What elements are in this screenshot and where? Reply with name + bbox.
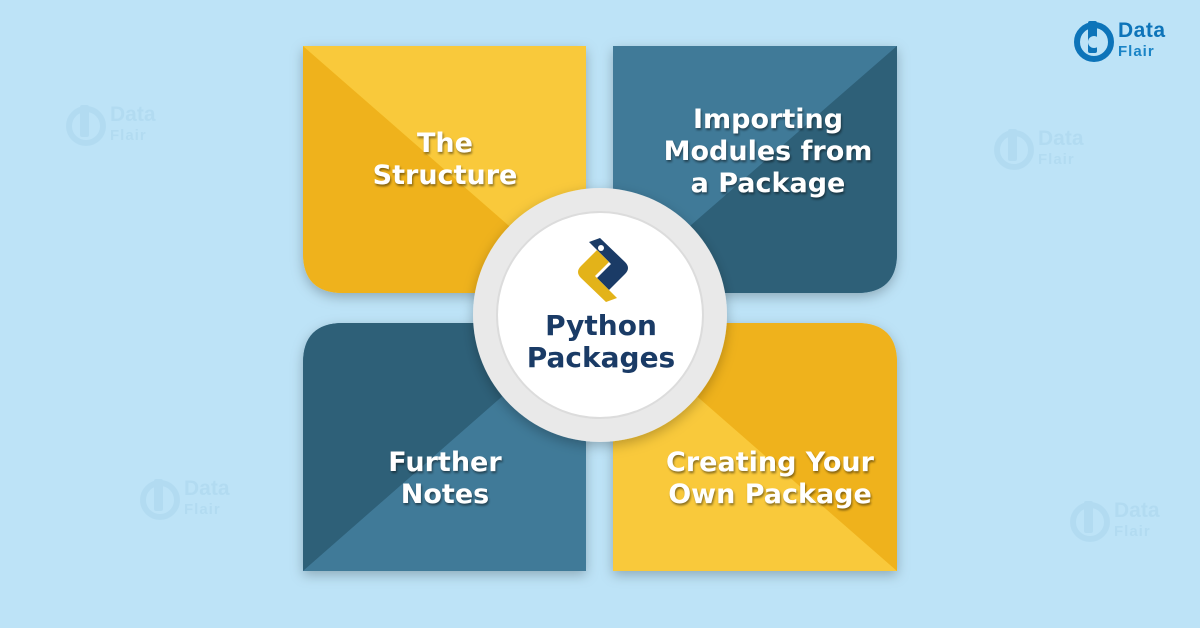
watermark-word-data: Data xyxy=(1038,127,1084,150)
label-the-structure: The Structure xyxy=(372,128,518,191)
watermark-word-flair: Flair xyxy=(110,127,147,144)
watermark-word-data: Data xyxy=(1114,499,1160,522)
center-title: Python Packages xyxy=(526,309,676,374)
watermark-word-flair: Flair xyxy=(1114,523,1151,540)
brand-word-data: Data xyxy=(1118,19,1166,42)
watermark: Data Flair xyxy=(994,124,1104,174)
dataflair-watermark-icon xyxy=(1070,501,1110,542)
dataflair-watermark-icon xyxy=(994,129,1034,170)
watermark-word-data: Data xyxy=(184,477,230,500)
label-importing-modules: Importing Modules from a Package xyxy=(663,104,873,199)
watermark: Data Flair xyxy=(66,100,176,150)
brand-word-flair: Flair xyxy=(1118,43,1155,60)
watermark: Data Flair xyxy=(1070,496,1180,546)
label-further-notes: Further Notes xyxy=(388,447,502,510)
dataflair-logo-icon xyxy=(1074,21,1114,62)
watermark: Data Flair xyxy=(140,474,250,524)
brand-logo: Data Flair xyxy=(1074,16,1184,66)
python-logo-icon xyxy=(578,238,628,302)
watermark-word-flair: Flair xyxy=(184,501,221,518)
dataflair-watermark-icon xyxy=(140,479,180,520)
center-circle xyxy=(473,188,727,442)
dataflair-watermark-icon xyxy=(66,105,106,146)
label-creating-package: Creating Your Own Package xyxy=(666,447,874,510)
watermark-word-flair: Flair xyxy=(1038,151,1075,168)
watermark-word-data: Data xyxy=(110,103,156,126)
